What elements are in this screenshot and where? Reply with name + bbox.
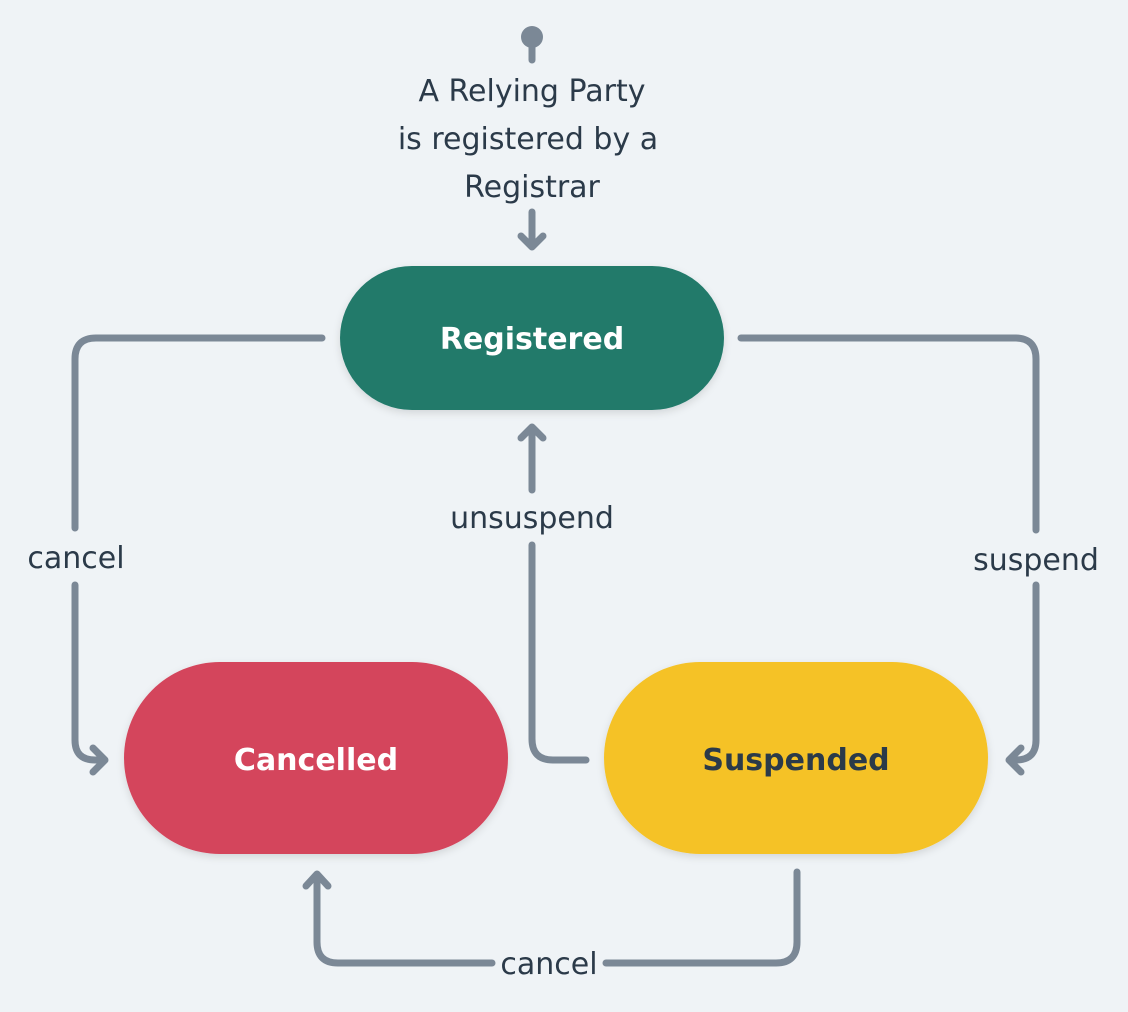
start-caption: A Relying Party is registered by a Regis… bbox=[398, 74, 658, 205]
edge-label-cancel-bottom: cancel bbox=[500, 947, 597, 982]
state-registered-label: Registered bbox=[440, 322, 624, 357]
edge-label-unsuspend: unsuspend bbox=[450, 501, 614, 536]
edge-label-cancel-left: cancel bbox=[27, 541, 124, 576]
svg-text:Registrar: Registrar bbox=[464, 170, 600, 205]
edge-label-suspend: suspend bbox=[973, 543, 1099, 578]
start-marker bbox=[521, 26, 543, 64]
state-suspended[interactable]: Suspended bbox=[604, 662, 988, 854]
edge-suspended-to-cancelled: cancel bbox=[302, 868, 801, 982]
svg-text:is registered by a: is registered by a bbox=[398, 122, 658, 157]
state-suspended-label: Suspended bbox=[702, 743, 889, 778]
edge-registered-to-suspended: suspend bbox=[737, 334, 1099, 776]
state-registered[interactable]: Registered bbox=[340, 266, 724, 410]
svg-text:A Relying Party: A Relying Party bbox=[418, 74, 645, 109]
entry-arrow bbox=[517, 208, 547, 251]
edge-suspended-to-registered: unsuspend bbox=[450, 423, 614, 764]
state-cancelled[interactable]: Cancelled bbox=[124, 662, 508, 854]
edge-registered-to-cancelled: cancel bbox=[27, 334, 326, 776]
state-cancelled-label: Cancelled bbox=[234, 743, 398, 778]
